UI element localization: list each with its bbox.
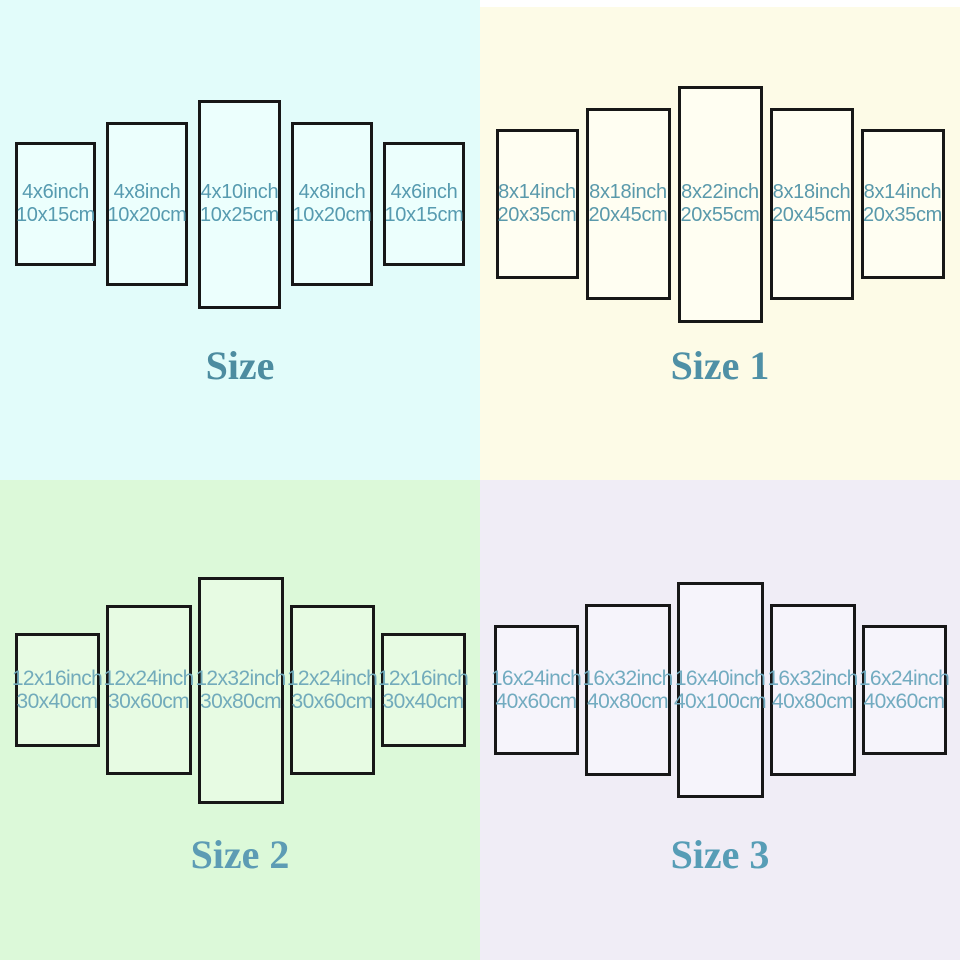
panel-size-inch-label: 12x24inch: [103, 667, 194, 690]
panel-size-cm-label: 20x35cm: [497, 204, 577, 226]
panel-size-cm-label: 20x35cm: [862, 204, 943, 226]
panel-size-inch-label: 4x6inch: [390, 181, 458, 203]
panel-size-inch-label: 12x32inch: [195, 667, 286, 690]
panel-size-inch-label: 4x8inch: [298, 181, 366, 203]
panel-size-cm-label: 40x60cm: [863, 690, 946, 713]
panel-size-inch-label: 12x16inch: [11, 667, 103, 690]
panel-size-inch-label: 8x18inch: [589, 181, 667, 203]
panel-size-cm-label: 10x25cm: [199, 204, 280, 226]
panel-size-inch-label: 8x18inch: [772, 181, 851, 203]
size-1-title: Size 1: [670, 343, 770, 388]
panel-size-cm-label: 30x80cm: [200, 690, 282, 713]
panel-size-cm-label: 30x60cm: [108, 690, 190, 713]
panel-size-inch-label: 8x22inch: [681, 181, 759, 203]
panel-size-cm-label: 10x15cm: [15, 204, 96, 226]
panel-size-inch-label: 8x14inch: [498, 181, 576, 203]
panel-size-inch-label: 12x24inch: [286, 667, 378, 690]
panel-size-cm-label: 20x45cm: [771, 204, 852, 226]
panel-size-cm-label: 30x60cm: [291, 690, 374, 713]
size-title: Size: [205, 343, 275, 388]
panel-size-inch-label: 16x24inch: [490, 667, 582, 690]
panel-size-inch-label: 4x6inch: [22, 181, 89, 203]
panel-size-cm-label: 20x55cm: [680, 204, 760, 226]
panel-size-inch-label: 16x32inch: [582, 667, 673, 690]
top-strip: [480, 0, 960, 7]
panel-size-inch-label: 8x14inch: [863, 181, 942, 203]
panel-size-cm-label: 10x20cm: [107, 204, 187, 226]
panel-size-cm-label: 40x60cm: [495, 690, 578, 713]
panel-size-cm-label: 40x80cm: [587, 690, 669, 713]
size-3-title: Size 3: [670, 832, 770, 877]
panel-size-inch-label: 16x32inch: [767, 667, 858, 690]
panel-size-inch-label: 16x40inch: [674, 667, 766, 690]
panel-size-cm-label: 40x80cm: [772, 690, 854, 713]
panel-size-inch-label: 16x24inch: [858, 667, 950, 690]
panel-size-inch-label: 4x10inch: [200, 181, 279, 203]
panel-size-cm-label: 30x40cm: [16, 690, 99, 713]
panel-size-cm-label: 20x45cm: [588, 204, 668, 226]
size-2-title: Size 2: [190, 832, 290, 877]
panel-size-cm-label: 10x15cm: [384, 204, 464, 226]
panel-size-cm-label: 40x100cm: [673, 690, 767, 713]
panel-size-inch-label: 4x8inch: [113, 181, 181, 203]
panel-size-inch-label: 12x16inch: [377, 667, 469, 690]
panel-size-cm-label: 10x20cm: [292, 204, 372, 226]
panel-size-cm-label: 30x40cm: [382, 690, 465, 713]
